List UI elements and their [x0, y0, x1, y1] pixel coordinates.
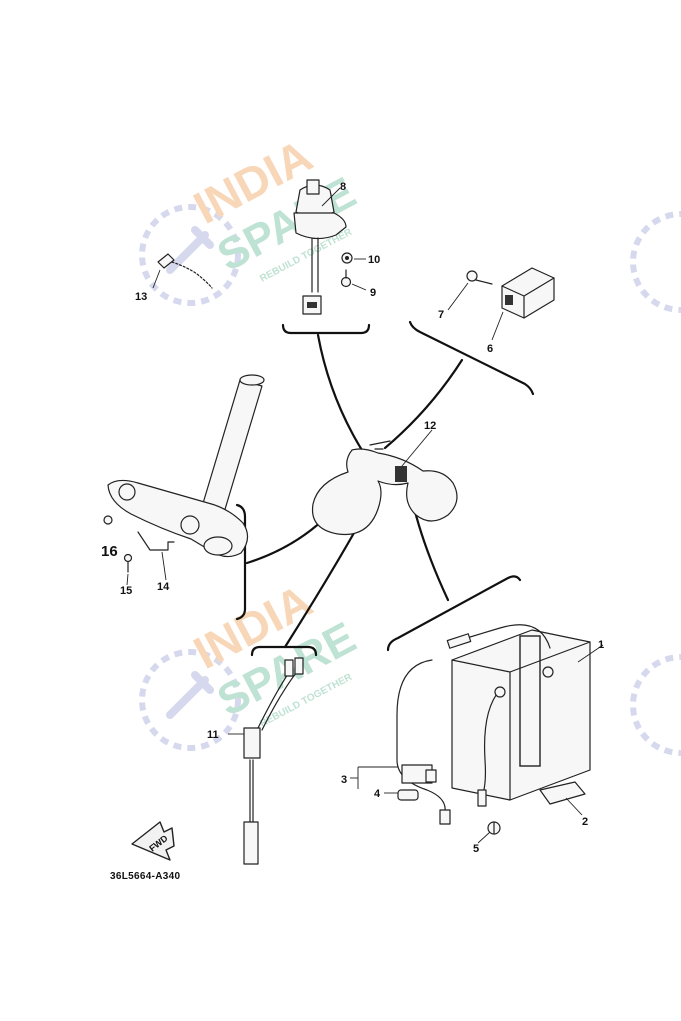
callout-label: 8	[340, 181, 346, 193]
callout-label: 12	[424, 420, 436, 432]
battery-part-1	[451, 629, 591, 801]
screw-part-15	[123, 553, 133, 573]
callout-label: 14	[157, 581, 170, 593]
watermark-logo-icon	[139, 649, 241, 751]
rectifier-part-6	[501, 267, 555, 319]
nut-part-10	[341, 252, 353, 264]
callout-label: 11	[207, 729, 219, 741]
callout-label: 4	[374, 788, 381, 800]
callout-label: 7	[438, 309, 444, 321]
watermark-bottom: INDIA SPARE REBUILD TOGETHER	[139, 574, 681, 756]
callout-label: 2	[582, 816, 588, 828]
battery-band-part-2	[539, 781, 586, 805]
battery-leads	[396, 624, 551, 825]
callout-label: 9	[370, 287, 376, 299]
callout-label: 10	[368, 254, 380, 266]
callout-label: 15	[120, 585, 132, 597]
watermark-logo-icon	[139, 204, 241, 306]
callout-label: 16	[101, 543, 118, 560]
callout-label: 3	[341, 774, 347, 786]
callout-label: 13	[135, 291, 147, 303]
fuse-part-3	[401, 764, 437, 784]
callout-label: 1	[598, 639, 604, 651]
callout-label: 5	[473, 843, 479, 855]
steering-stem	[107, 374, 265, 558]
callout-labels: 1 2 3 4 5 6 7 8 9 10 11 12 13 14 15 16	[101, 181, 604, 855]
frame-part-12	[311, 440, 458, 536]
washer-part-16	[103, 515, 113, 525]
callout-label: 6	[487, 343, 493, 355]
fwd-arrow-icon: FWD	[131, 821, 175, 861]
bolt-part-5	[487, 821, 501, 835]
key-part-13	[157, 253, 213, 289]
callout-leaders	[126, 187, 604, 844]
bolt-part-7	[466, 270, 493, 285]
fuse-cap-part-4	[397, 789, 419, 801]
cable-guide-part-14	[137, 531, 175, 551]
neutral-switch-part-11	[243, 657, 304, 865]
diagram-code: 36L5664-A340	[110, 871, 180, 882]
screw-part-9	[340, 269, 352, 288]
watermark-top: INDIA SPARE REBUILD TOGETHER	[139, 129, 681, 313]
main-switch-part-8	[293, 179, 347, 315]
